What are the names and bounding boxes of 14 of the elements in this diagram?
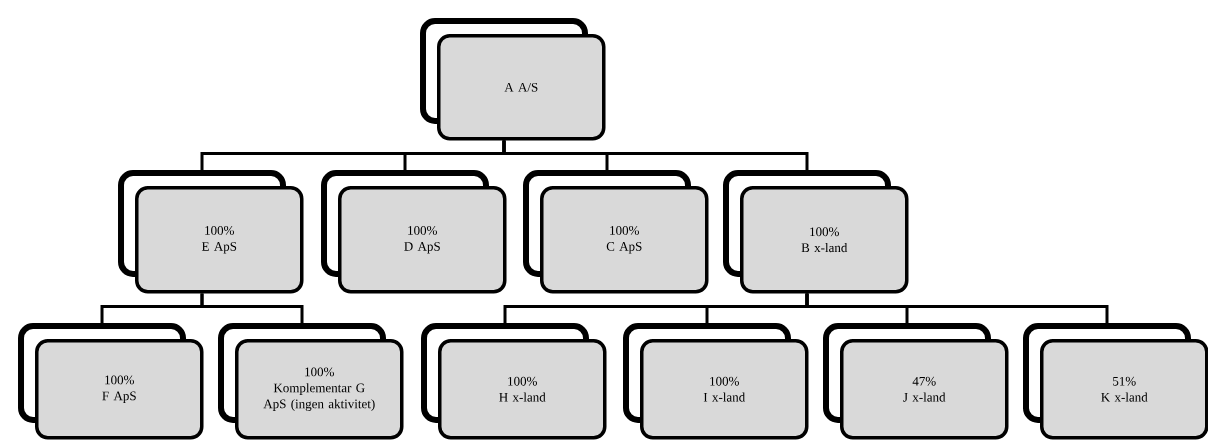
connector-line <box>502 140 809 170</box>
stacked-box: 100% I x-land <box>623 323 809 440</box>
stacked-box: 100% C ApS <box>523 170 709 294</box>
stacked-box: 100% H x-land <box>421 323 607 440</box>
connector-line <box>805 293 1109 323</box>
stacked-box: 51% K x-land <box>1023 323 1208 440</box>
stacked-box: 100% F ApS <box>18 323 204 440</box>
connector-line <box>200 293 304 323</box>
stacked-box: 100% B x-land <box>723 170 909 294</box>
stacked-box: A A/S <box>420 18 606 141</box>
stacked-box: 47% J x-land <box>823 323 1009 440</box>
stacked-box: 100% E ApS <box>118 170 304 294</box>
stacked-box: 100% Komplementar G ApS (ingen aktivitet) <box>218 323 404 440</box>
stacked-box: 100% D ApS <box>321 170 507 294</box>
